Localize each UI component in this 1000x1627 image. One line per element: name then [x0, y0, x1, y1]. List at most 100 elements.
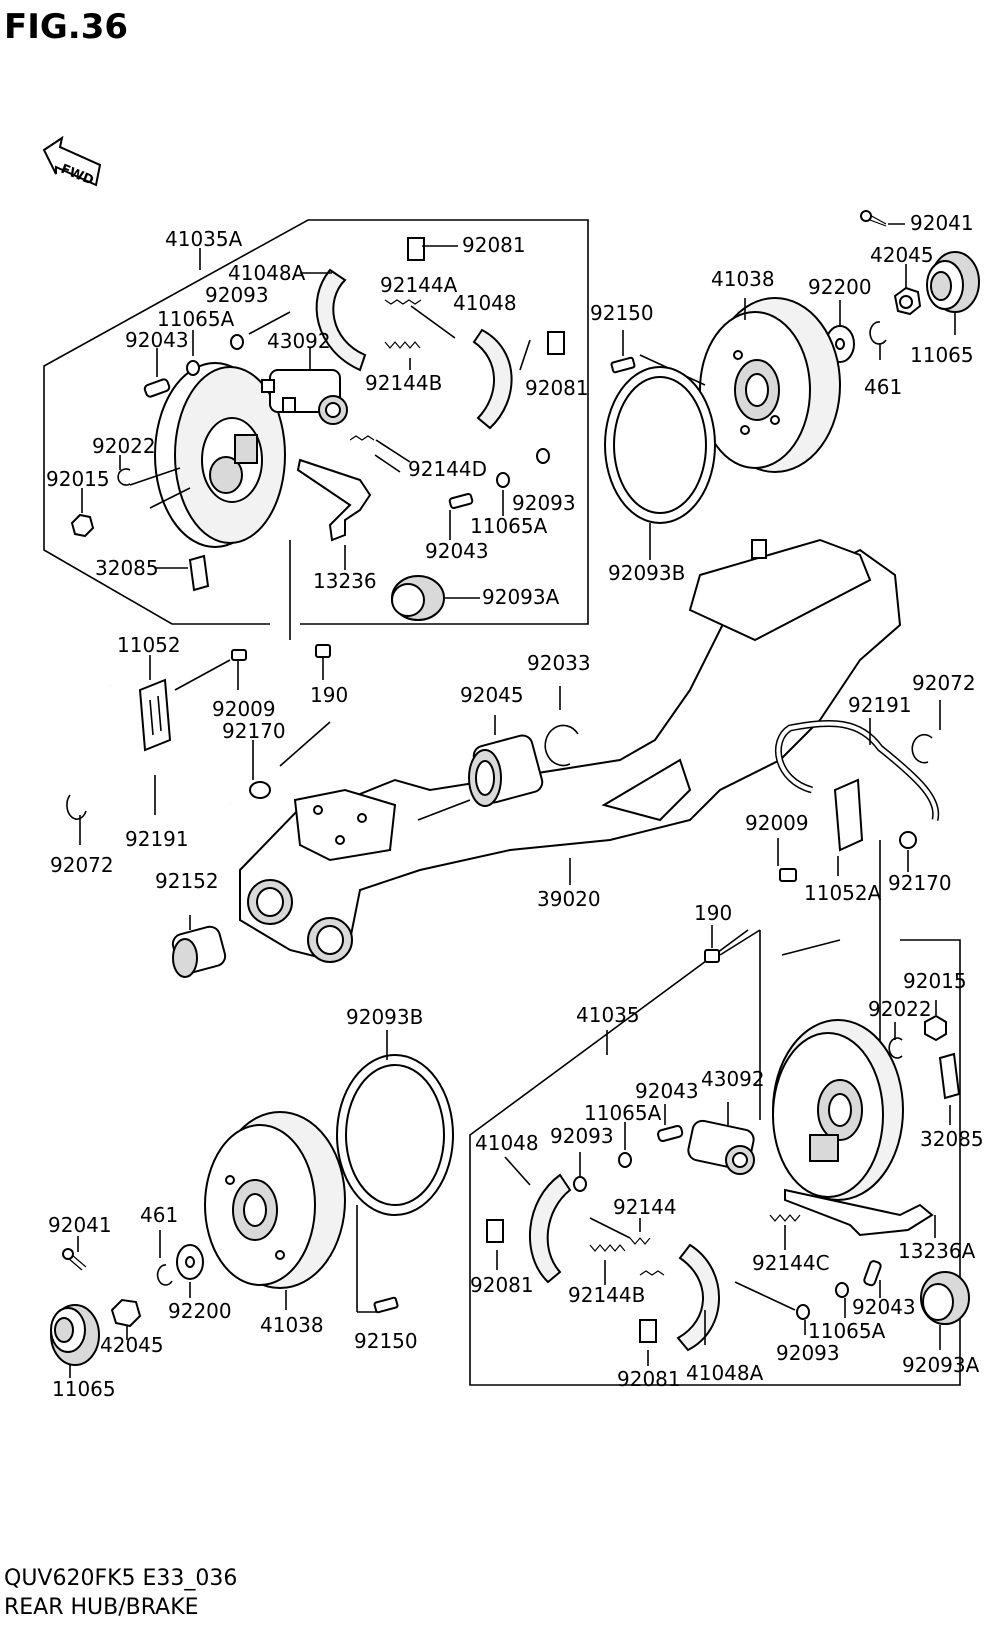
- bracket-32085-top: [188, 554, 210, 592]
- bolt-92150-bottom: [373, 1296, 399, 1314]
- clip-92081-top-b: [547, 331, 565, 355]
- wheel-cylinder-top: [261, 369, 348, 425]
- label-11052A: 11052A: [804, 881, 882, 905]
- label-92043-d: 92043: [852, 1295, 916, 1319]
- label-92009-b: 92009: [745, 811, 809, 835]
- label-39020: 39020: [537, 887, 601, 911]
- brake-shoe-41048A-bottom: [676, 1243, 720, 1352]
- circlip-92033: [544, 724, 579, 767]
- label-92144B: 92144B: [365, 371, 442, 395]
- bolt-92150-top: [610, 356, 636, 374]
- label-92045: 92045: [460, 683, 524, 707]
- part-labels: 41035A 92081 41048A 92144A 41048 92093 1…: [46, 211, 984, 1401]
- brake-shoe-41048A-top: [315, 268, 367, 372]
- label-41048A: 41048A: [228, 261, 306, 285]
- washer-11065A-top-b: [496, 472, 510, 488]
- label-43092-b: 43092: [701, 1067, 765, 1091]
- label-92043-b: 92043: [425, 539, 489, 563]
- bracket-32085-bottom: [938, 1052, 961, 1100]
- lever-13236A: [784, 1188, 934, 1237]
- clamp-92072-left: [66, 794, 87, 820]
- label-92191: 92191: [848, 693, 912, 717]
- label-41048-b: 41048: [475, 1131, 539, 1155]
- label-92081-c: 92081: [470, 1273, 534, 1297]
- spring-92144B-top: [384, 341, 421, 349]
- label-92093-d: 92093: [776, 1341, 840, 1365]
- brake-shoe-41048-top: [472, 328, 513, 430]
- label-92093-b: 92093: [512, 491, 576, 515]
- label-92144: 92144: [613, 1195, 677, 1219]
- spring-92144C: [769, 1214, 801, 1222]
- label-41035: 41035: [576, 1003, 640, 1027]
- lever-13236: [296, 458, 372, 542]
- wheel-cylinder-bottom: [687, 1119, 755, 1175]
- label-41038-b: 41038: [260, 1313, 324, 1337]
- spring-92144D: [349, 435, 375, 441]
- label-92191-b: 92191: [125, 827, 189, 851]
- cap-11065-top: [926, 251, 980, 313]
- label-11065-b: 11065: [52, 1377, 116, 1401]
- label-11065A-b: 11065A: [470, 514, 548, 538]
- label-11065A-d: 11065A: [808, 1319, 886, 1343]
- clip-92081-bottom-b: [639, 1319, 657, 1343]
- label-11065A-c: 11065A: [584, 1101, 662, 1125]
- label-41035A: 41035A: [165, 227, 243, 251]
- label-11052: 11052: [117, 633, 181, 657]
- washer-11065A-top: [186, 360, 200, 376]
- clamp-92170-right: [899, 831, 917, 849]
- spring-92144B-bottom: [589, 1244, 626, 1252]
- label-32085: 32085: [95, 556, 159, 580]
- circlip-461-bottom: [156, 1264, 173, 1286]
- label-92072-b: 92072: [50, 853, 114, 877]
- label-92144A: 92144A: [380, 273, 458, 297]
- nut-92015-bottom: [924, 1014, 947, 1042]
- label-11065A: 11065A: [157, 307, 235, 331]
- label-41048A-b: 41048A: [686, 1361, 764, 1385]
- cotter-pin-92041-bottom: [62, 1248, 87, 1271]
- clamp-92170-left: [249, 781, 271, 799]
- circlip-92022-bottom: [888, 1037, 903, 1059]
- bolt-190-top: [315, 644, 331, 658]
- pin-92043-top: [143, 378, 171, 398]
- clip-92093-top-b: [536, 448, 550, 464]
- label-41048: 41048: [453, 291, 517, 315]
- label-92081-d: 92081: [617, 1367, 681, 1391]
- box-41035A-outline: [43, 219, 589, 625]
- clamp-92072-right: [911, 733, 933, 764]
- pin-92043-bottom-b: [863, 1260, 882, 1287]
- label-92150-b: 92150: [354, 1329, 418, 1353]
- clip-92081-top-a: [407, 237, 425, 261]
- washer-11065A-bottom-a: [618, 1152, 632, 1168]
- cap-11065-bottom: [50, 1304, 100, 1366]
- brake-drum-41038-bottom: [204, 1111, 346, 1289]
- label-32085-b: 32085: [920, 1127, 984, 1151]
- label-41038: 41038: [711, 267, 775, 291]
- label-92033: 92033: [527, 651, 591, 675]
- label-92170: 92170: [222, 719, 286, 743]
- label-190: 190: [310, 683, 348, 707]
- nut-92015-top: [70, 513, 95, 538]
- bolt-190-bottom: [704, 949, 720, 963]
- pin-92043-bottom-a: [657, 1124, 684, 1143]
- spring-92144A: [384, 299, 422, 305]
- label-42045-b: 42045: [100, 1333, 164, 1357]
- label-13236: 13236: [313, 569, 377, 593]
- clip-92081-bottom-a: [486, 1219, 504, 1243]
- label-92200-b: 92200: [168, 1299, 232, 1323]
- label-92022: 92022: [92, 434, 156, 458]
- clip-92093-top: [230, 334, 244, 350]
- label-92144C: 92144C: [752, 1251, 830, 1275]
- label-92093-c: 92093: [550, 1124, 614, 1148]
- brake-drum-41038-top: [699, 297, 841, 473]
- label-92015-b: 92015: [903, 969, 967, 993]
- label-92009: 92009: [212, 697, 276, 721]
- label-43092: 43092: [267, 329, 331, 353]
- bracket-11052: [138, 678, 172, 752]
- label-92150: 92150: [590, 301, 654, 325]
- label-92081-b: 92081: [525, 376, 589, 400]
- spring-92144: [629, 1237, 651, 1245]
- label-92043: 92043: [125, 328, 189, 352]
- figure-title: FIG.36: [4, 7, 128, 47]
- label-92043-c: 92043: [635, 1079, 699, 1103]
